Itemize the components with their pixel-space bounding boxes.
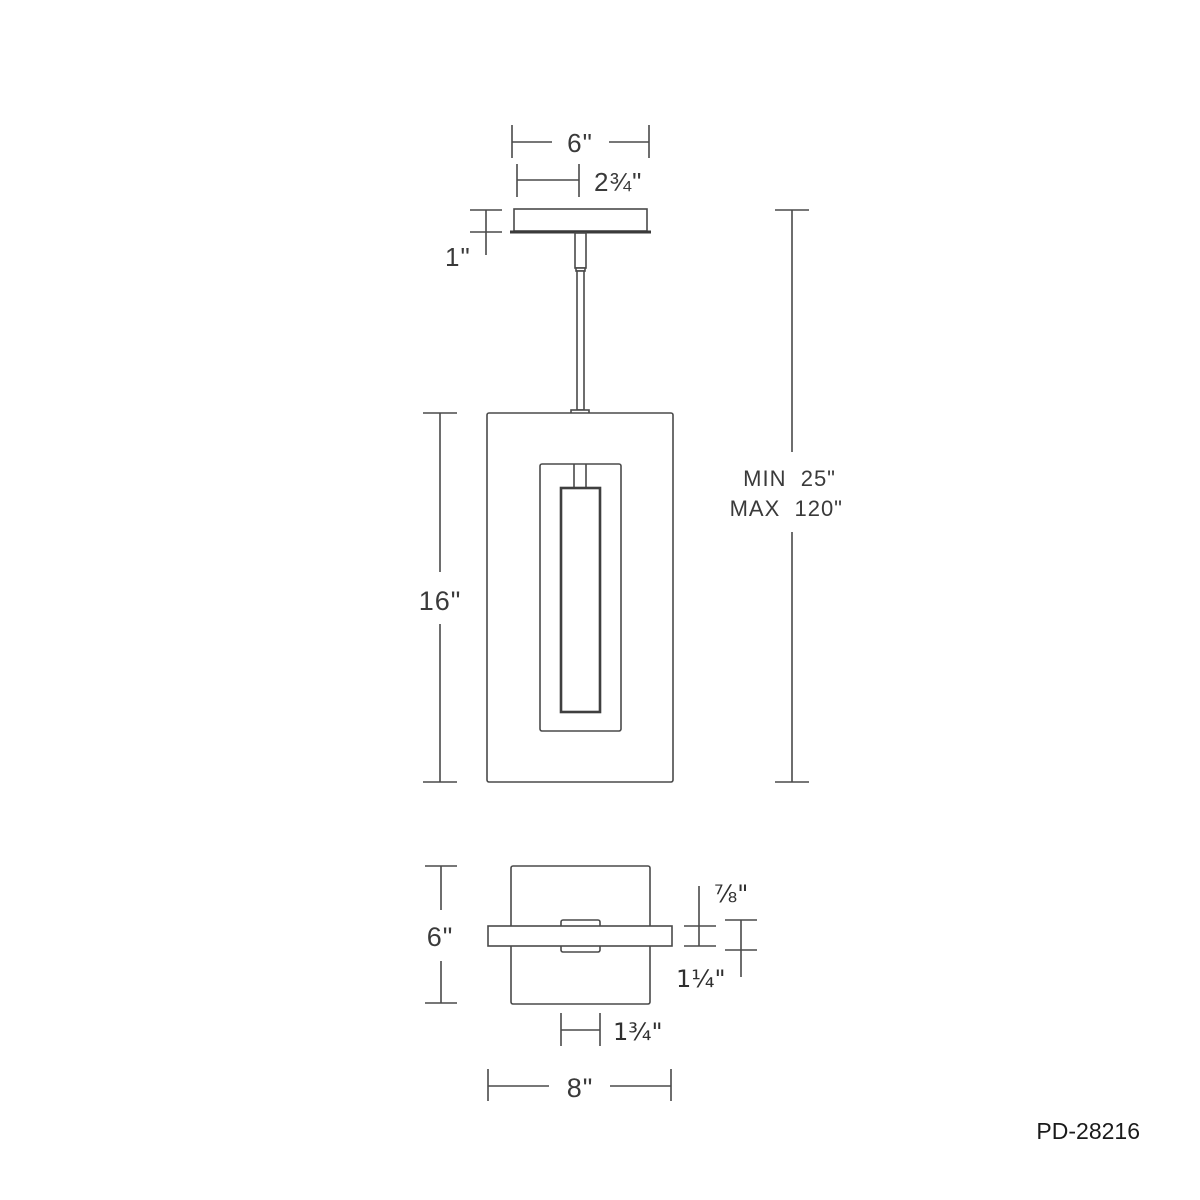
canopy-width-label: 6"	[567, 128, 593, 158]
body-depth-dimension: 6"	[425, 865, 457, 1004]
overall-height-max-label: MAX 120"	[730, 496, 843, 521]
top-view-bar	[487, 925, 673, 947]
canopy-height-dimension: 1"	[445, 209, 502, 272]
canopy-mount-width-label: 2¾"	[594, 167, 642, 197]
top-view: 6" ⅞" 1¼" 1¾" 8"	[425, 865, 757, 1103]
canopy-height-label: 1"	[445, 242, 471, 272]
overall-height-min-label: MIN 25"	[743, 466, 836, 491]
canopy-width-dimension: 6"	[511, 125, 650, 158]
overall-width-label: 8"	[567, 1073, 594, 1103]
stem	[570, 232, 590, 415]
body-height-label: 16"	[419, 586, 462, 616]
clip-height-label: 1¼"	[676, 965, 726, 993]
body-depth-label: 6"	[427, 922, 454, 952]
bar-thickness-dimension: ⅞"	[684, 880, 748, 947]
clip-width-dimension: 1¾"	[560, 1013, 663, 1046]
canopy-mount-width-dimension: 2¾"	[516, 164, 642, 197]
product-code: PD-28216	[1036, 1118, 1140, 1144]
canopy	[510, 208, 651, 234]
clip-width-label: 1¾"	[613, 1018, 663, 1046]
overall-width-dimension: 8"	[487, 1069, 672, 1103]
overall-height-dimension: MIN 25" MAX 120"	[730, 209, 843, 783]
lamp-tube	[559, 486, 602, 714]
side-view: 6" 2¾" 1"	[419, 125, 843, 783]
body-height-dimension: 16"	[419, 412, 462, 783]
bar-thickness-label: ⅞"	[714, 880, 748, 908]
clip-height-dimension: 1¼"	[676, 919, 757, 993]
